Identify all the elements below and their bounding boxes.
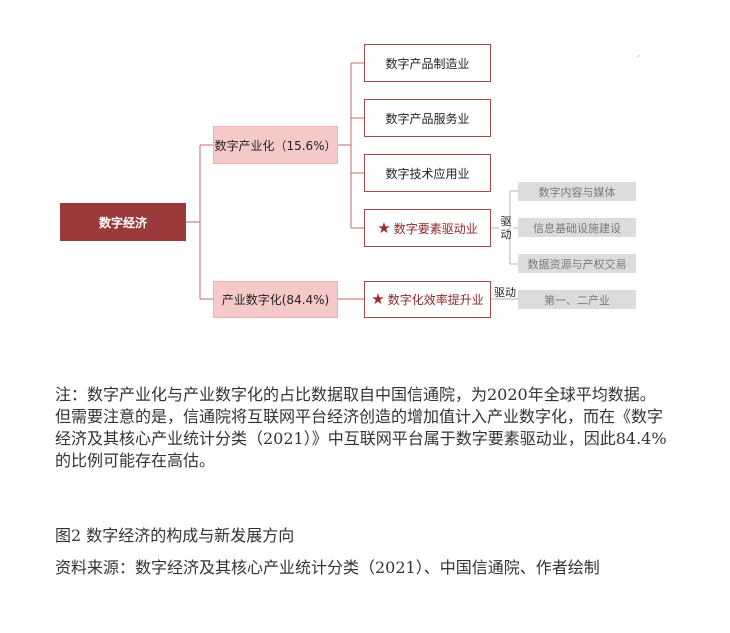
driven-item-info-infrastructure: 信息基础设施建设 (518, 218, 636, 237)
figure-title: 图2 数字经济的构成与新发展方向 (55, 526, 295, 545)
node-digital-factor-driven-label: 数字要素驱动业 (393, 221, 478, 236)
node-digital-efficiency-improvement: ★ 数字化效率提升业 (364, 281, 491, 318)
node-digital-product-services: 数字产品服务业 (364, 99, 491, 137)
node-digital-factor-driven: ★ 数字要素驱动业 (364, 209, 491, 247)
node-digital-product-manufacturing: 数字产品制造业 (364, 44, 491, 82)
drive-label-vertical: 驱 动 (500, 215, 512, 241)
star-icon: ★ (371, 290, 385, 308)
branch-industrial-digitalization: 产业数字化(84.4%) (213, 281, 338, 318)
node-digital-tech-application: 数字技术应用业 (364, 154, 491, 192)
branch-digital-industrialization: 数字产业化（15.6%） (213, 126, 338, 164)
drive-label-horizontal: 驱动 (494, 286, 516, 299)
node-digital-efficiency-improvement-label: 数字化效率提升业 (387, 293, 484, 307)
driven-industry-primary-secondary: 第一、二产业 (518, 290, 636, 309)
figure-note: 注：数字产业化与产业数字化的占比数据取自中国信通院，为2020年全球平均数据。但… (55, 385, 667, 470)
root-node-digital-economy: 数字经济 (60, 203, 186, 241)
figure-source: 资料来源：数字经济及其核心产业统计分类（2021）、中国信通院、作者绘制 (55, 558, 600, 577)
star-icon: ★ (377, 218, 391, 237)
driven-item-data-resources: 数据资源与产权交易 (518, 254, 636, 273)
corner-mark: ˏ (636, 48, 641, 58)
driven-item-content-media: 数字内容与媒体 (518, 182, 636, 201)
